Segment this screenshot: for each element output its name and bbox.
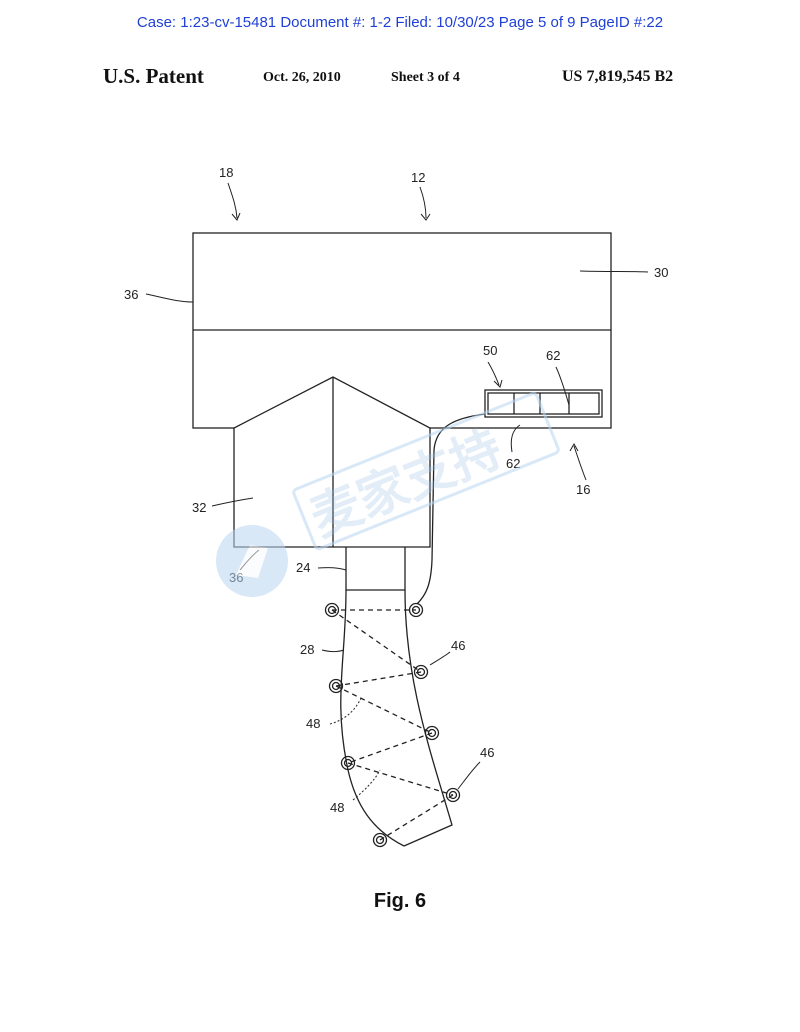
band-right-edge — [403, 589, 453, 847]
band-left-edge — [340, 589, 405, 847]
ref-32: 32 — [192, 500, 206, 515]
ref-50: 50 — [483, 343, 497, 358]
case-header: Case: 1:23-cv-15481 Document #: 1-2 File… — [136, 14, 664, 31]
patent-title: U.S. Patent — [103, 64, 204, 88]
ref-12: 12 — [411, 170, 425, 185]
ref-62-bottom: 62 — [506, 456, 520, 471]
patent-number: US 7,819,545 B2 — [562, 68, 674, 85]
ref-46-bottom: 46 — [480, 745, 494, 760]
patent-header: U.S. Patent Oct. 26, 2010 Sheet 3 of 4 U… — [0, 64, 800, 94]
ref-48-top: 48 — [306, 716, 320, 731]
ref-18: 18 — [219, 165, 233, 180]
ref-30: 30 — [654, 265, 668, 280]
ref-28: 28 — [300, 642, 314, 657]
patent-sheet: Sheet 3 of 4 — [391, 70, 460, 85]
ref-36-top: 36 — [124, 287, 138, 302]
module-50 — [484, 389, 603, 418]
ref-24: 24 — [296, 560, 310, 575]
patent-date: Oct. 26, 2010 — [263, 70, 341, 85]
ref-46-top: 46 — [451, 638, 465, 653]
wire — [416, 413, 486, 605]
eyelets — [324, 602, 461, 848]
band-28 — [336, 590, 405, 846]
figure-caption: Fig. 6 — [373, 890, 427, 912]
ref-48-bottom: 48 — [330, 800, 344, 815]
watermark-logo-icon — [216, 525, 288, 597]
ref-62-top: 62 — [546, 348, 560, 363]
ref-16: 16 — [576, 482, 590, 497]
bracket-pentagon — [233, 376, 431, 548]
neck-24 — [345, 547, 406, 591]
